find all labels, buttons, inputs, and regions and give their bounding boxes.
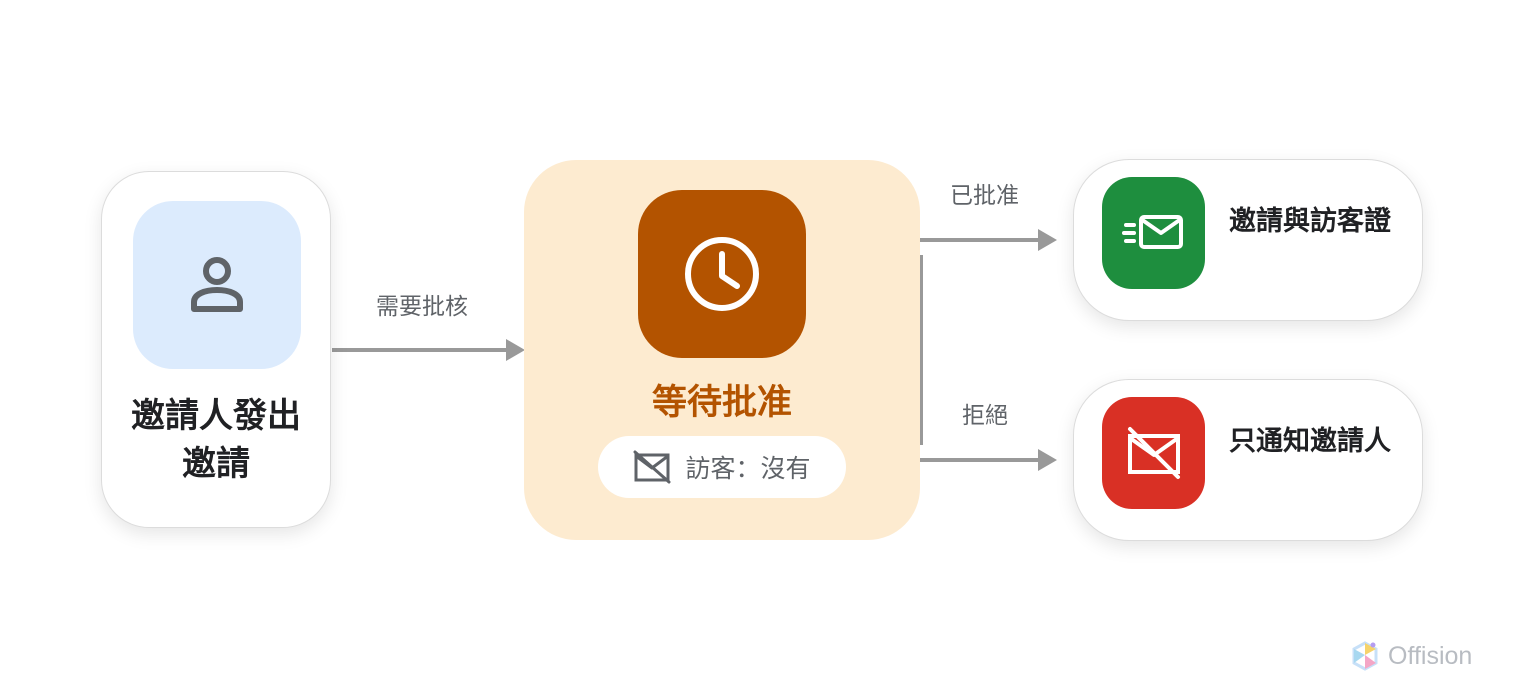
person-icon [191, 257, 243, 312]
rejected-icon-box [1102, 397, 1205, 509]
visitor-status-text: 訪客：沒有 [685, 454, 811, 483]
inviter-node: 邀請人發出邀請 [101, 171, 331, 528]
inviter-label: 邀請人發出邀請 [102, 392, 330, 488]
mail-send-icon [1121, 215, 1183, 249]
mail-off-icon [633, 450, 671, 484]
edge-label-rejected: 拒絕 [962, 403, 1008, 429]
pending-icon-box [638, 190, 806, 358]
inviter-icon-box [133, 201, 301, 369]
pending-title: 等待批准 [651, 383, 792, 423]
edge-label-approved: 已批准 [950, 183, 1019, 209]
approved-icon-box [1102, 177, 1205, 289]
inviter-label-text: 邀請人發出邀請 [131, 396, 301, 484]
approved-node: 邀請與訪客證 [1073, 159, 1423, 321]
pending-node: 等待批准 訪客：沒有 [524, 160, 920, 540]
visitor-status-pill: 訪客：沒有 [598, 436, 846, 498]
arrow-needs-review [332, 339, 525, 361]
rejected-label: 只通知邀請人 [1229, 426, 1391, 457]
arrow-rejected [920, 449, 1057, 471]
rejected-node: 只通知邀請人 [1073, 379, 1423, 541]
offision-logo-icon [1352, 641, 1378, 671]
clock-icon [685, 237, 759, 311]
brand-name: Offision [1388, 641, 1473, 670]
approved-label: 邀請與訪客證 [1229, 206, 1391, 237]
mail-off-icon [1127, 427, 1180, 479]
arrow-approved [920, 229, 1057, 251]
edge-label-needs-review: 需要批核 [376, 294, 468, 320]
brand-watermark: Offision [1352, 641, 1472, 671]
